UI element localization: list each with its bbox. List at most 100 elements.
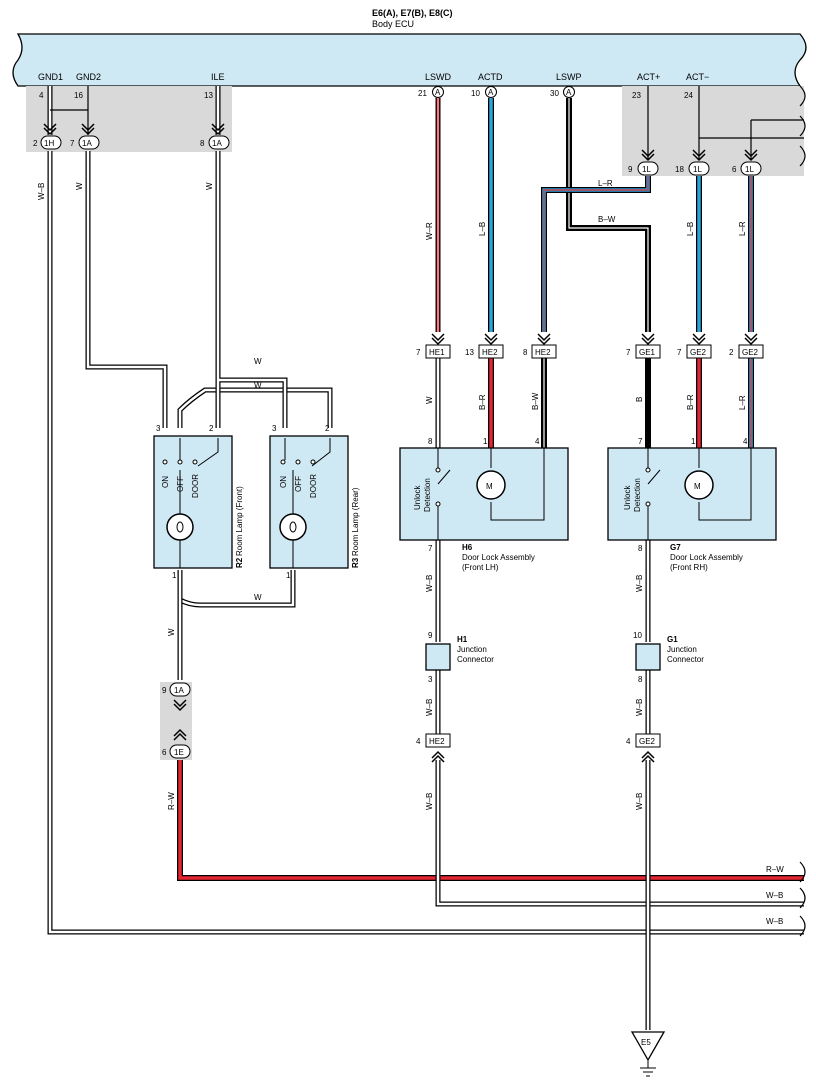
wire-label-ge2-lr: L–R [738, 395, 747, 410]
conn-1a: 1A [174, 686, 184, 695]
h6-code: H6 [462, 543, 473, 552]
conn-he2-bot-pin: 4 [416, 737, 421, 746]
wire-label-ge1: B [635, 397, 644, 402]
wire-label-actm: L–B [686, 222, 695, 236]
pin-gnd1: 4 [39, 91, 44, 100]
pin-actp: 23 [632, 91, 641, 100]
pin-lswp: 30 [550, 89, 559, 98]
conn-gnd2-pin: 7 [70, 139, 75, 148]
conn-ge2a-pin: 7 [677, 348, 682, 357]
conn-1e-pin: 6 [162, 748, 167, 757]
r3-bulb-icon [279, 513, 307, 541]
conn-ge2-bot-pin: 4 [626, 737, 631, 746]
wire-label-actd: L–B [478, 222, 487, 236]
junction-g1: 10 8 G1 Junction Connector [633, 631, 704, 684]
r3-pin1: 1 [286, 571, 291, 580]
conn-he2b-pin: 8 [523, 348, 528, 357]
wire-label-he1: W [425, 396, 434, 404]
wire-label-h1-down: W–B [425, 699, 434, 716]
h1-name: Junction [457, 645, 487, 654]
wire-label-lr-right: L–R [738, 221, 747, 236]
wire-labels: W–B W W W–R L–B L–B L–R W B–R B–W B B–R … [37, 182, 747, 810]
h6-name: Door Lock Assembly [462, 553, 535, 562]
h6-pin1: 1 [483, 437, 488, 446]
conn-1a-pin: 9 [162, 686, 167, 695]
pin-lswd: 21 [418, 89, 427, 98]
wire-label-rw-vert: R–W [167, 792, 176, 810]
conn-actm2-pin: 6 [732, 165, 737, 174]
r2-pin2: 2 [209, 424, 214, 433]
wire-label-gnd1: W–B [37, 183, 46, 200]
g1-code: G1 [667, 635, 678, 644]
conn-he2a: HE2 [482, 348, 498, 357]
room-lamp-front: 3 2 1 ON OFF DOOR R2 Room Lamp (Front) [153, 424, 244, 580]
pin-actd: 10 [471, 89, 480, 98]
conn-gnd1-pin: 2 [33, 139, 38, 148]
conn-he2a-pin: 13 [465, 348, 474, 357]
g1-name: Junction [667, 645, 697, 654]
h1-pin-in: 9 [428, 631, 433, 640]
conn-ge2a: GE2 [690, 348, 707, 357]
r3-name: Room Lamp (Rear) [351, 487, 360, 556]
conn-actm2: 1L [745, 165, 754, 174]
h6-detect2: Detection [423, 478, 432, 512]
connector-block-right [622, 86, 804, 176]
r3-pin2: 2 [325, 424, 330, 433]
r2-pin3: 3 [156, 424, 161, 433]
wire-label-h6-down: W–B [425, 575, 434, 592]
label-gnd1: GND1 [38, 72, 63, 82]
label-lswd: LSWD [425, 72, 452, 82]
wire-label-wb-2: W–B [766, 917, 783, 926]
g7-pin1: 1 [691, 437, 696, 446]
g7-name: Door Lock Assembly [670, 553, 743, 562]
r2-name: Room Lamp (Front) [235, 486, 244, 556]
wires [47, 86, 804, 1030]
conn-he2-bot: HE2 [429, 737, 445, 746]
wire-label-ge2-bot: W–B [635, 793, 644, 810]
h6-detect1: Unlock [413, 485, 422, 510]
break-marks [799, 85, 806, 937]
label-actd: ACTD [478, 72, 503, 82]
wire-label-g1-down: W–B [635, 699, 644, 716]
conn-ge2b: GE2 [742, 348, 759, 357]
ground-e5: E5 [630, 1031, 666, 1077]
conn-lswp: A [566, 88, 572, 97]
g7-pin7: 7 [638, 437, 643, 446]
g7-side: (Front RH) [670, 563, 708, 572]
conn-ge1-pin: 7 [626, 348, 631, 357]
h1-code: H1 [457, 635, 468, 644]
h6-pin8: 8 [428, 437, 433, 446]
h6-side: (Front LH) [462, 563, 499, 572]
conn-ge2b-pin: 2 [729, 348, 734, 357]
h6-pin7: 7 [428, 544, 433, 553]
conn-he1: HE1 [429, 348, 445, 357]
wire-label-bw-top: B–W [598, 215, 616, 224]
wire-label-ge2-br: B–R [686, 394, 695, 410]
conn-he2b: HE2 [535, 348, 551, 357]
pin-actm: 24 [684, 91, 693, 100]
ground-code: E5 [641, 1038, 651, 1047]
ecu-codes: E6(A), E7(B), E8(C) [372, 8, 453, 18]
r2-off: OFF [176, 476, 185, 492]
pin-gnd2: 16 [74, 91, 83, 100]
r3-off: OFF [294, 476, 303, 492]
label-gnd2: GND2 [76, 72, 101, 82]
wire-label-he2-bw: B–W [531, 392, 540, 410]
h1-name2: Connector [457, 655, 494, 664]
ground-icon [640, 1060, 656, 1077]
wire-label-he2-bot: W–B [425, 793, 434, 810]
r2-code: R2 [235, 557, 244, 568]
wire-label-lr-top: L–R [598, 179, 613, 188]
junction-h1: 9 3 H1 Junction Connector [425, 631, 494, 684]
wire-label-lswd: W–R [425, 222, 434, 240]
wire-label-rw: R–W [766, 865, 784, 874]
conn-he1-pin: 7 [416, 348, 421, 357]
wire-label-w-1: W [254, 357, 262, 366]
conn-gnd1: 1H [44, 139, 54, 148]
g7-code: G7 [670, 543, 681, 552]
conn-actm-pin: 18 [675, 165, 684, 174]
wire-label-g7-down: W–B [635, 575, 644, 592]
wire-label-wb-1: W–B [766, 891, 783, 900]
conn-actd: A [488, 88, 494, 97]
